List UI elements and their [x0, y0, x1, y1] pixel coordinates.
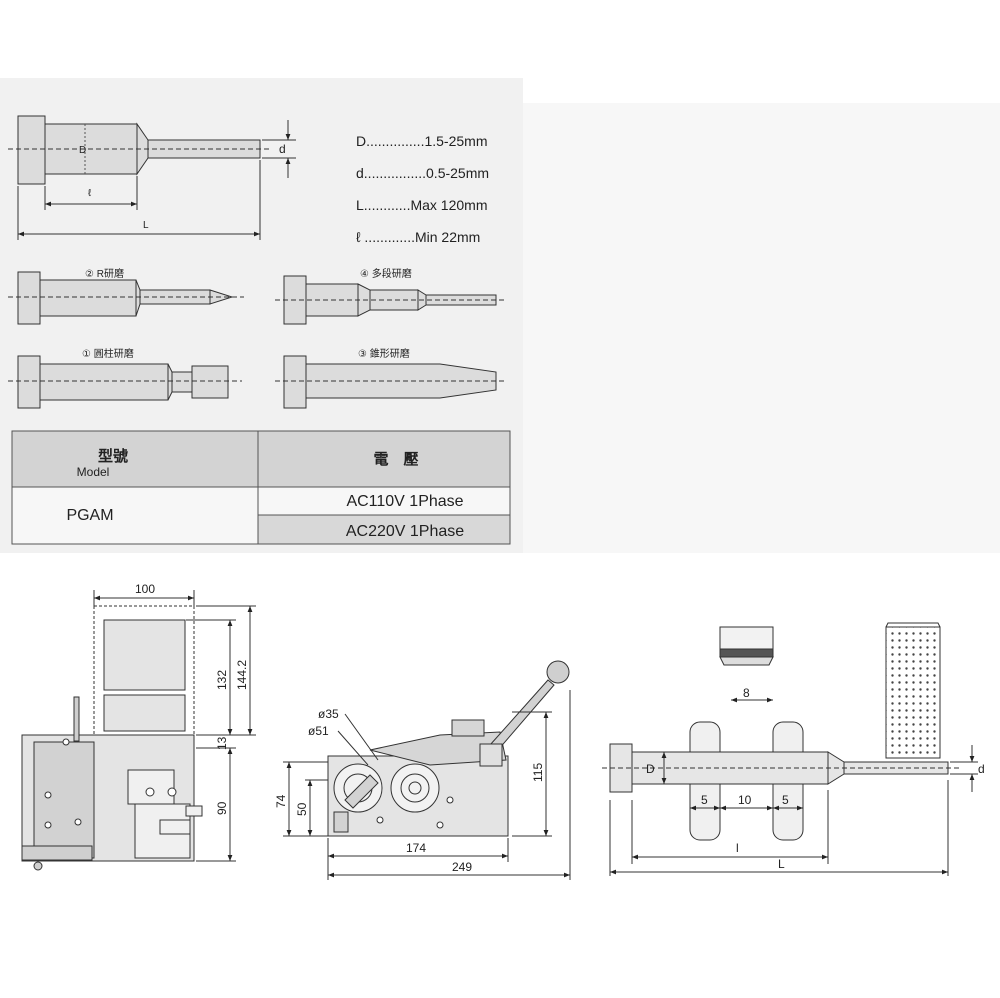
spec-panel-background-right: [523, 103, 1000, 553]
side-dim-74: 74: [274, 794, 288, 808]
front-dim-132: 132: [215, 670, 229, 690]
taper-grinding-pin: [283, 355, 497, 409]
detail-dim-L: L: [778, 857, 785, 871]
pin-dim-d: d: [279, 142, 286, 156]
side-dim-d35: ø35: [318, 707, 339, 721]
table-model-value: PGAM: [66, 507, 113, 524]
multi-step-label: ④ 多段研磨: [360, 267, 412, 280]
detail-view: [609, 622, 949, 841]
r-grinding-pin: [17, 271, 234, 325]
table-header-model-sub: Model: [77, 465, 110, 479]
detail-dim-5a: 5: [701, 793, 708, 807]
pin-dim-L: L: [143, 220, 149, 231]
side-leader-d35: [344, 713, 379, 761]
side-leader-d51: [337, 730, 369, 766]
model-table: [11, 430, 511, 545]
side-dim-174: 174: [406, 841, 426, 855]
r-grinding-label: ② R研磨: [85, 268, 124, 280]
front-dim-90: 90: [215, 801, 229, 815]
front-dim-100: 100: [135, 582, 155, 596]
taper-label: ③ 錐形研磨: [358, 347, 410, 360]
detail-dim-D: D: [646, 762, 655, 776]
front-view-machine: [21, 605, 203, 871]
spec-D: D...............1.5-25mm: [356, 133, 487, 149]
detail-dim-5b: 5: [782, 793, 789, 807]
detail-dim-l: l: [736, 841, 739, 855]
detail-dim-10: 10: [738, 793, 752, 807]
pin-dim-l: ℓ: [88, 188, 92, 199]
detail-dim-8: 8: [743, 686, 750, 700]
detail-dim-d: d: [978, 762, 985, 776]
pin-dim-D: D: [79, 145, 86, 156]
side-view-machine: [327, 660, 570, 837]
side-dim-50: 50: [295, 802, 309, 816]
table-header-voltage: 電 壓: [373, 451, 418, 468]
front-dim-1442: 144.2: [235, 660, 249, 690]
table-voltage-110: AC110V 1Phase: [346, 493, 463, 510]
spec-l: ℓ .............Min 22mm: [356, 229, 480, 245]
table-header-model: 型號: [98, 447, 128, 465]
side-dim-115: 115: [531, 763, 545, 782]
spec-L: L............Max 120mm: [356, 197, 487, 213]
side-dim-d51: ø51: [308, 724, 329, 738]
spec-d: d................0.5-25mm: [356, 165, 489, 181]
table-voltage-220: AC220V 1Phase: [346, 523, 464, 540]
front-dim-13: 13: [215, 736, 229, 750]
cylinder-grinding-pin: [17, 355, 229, 409]
cylinder-label: ① 圓柱研磨: [82, 347, 134, 360]
side-dim-249: 249: [452, 860, 472, 874]
